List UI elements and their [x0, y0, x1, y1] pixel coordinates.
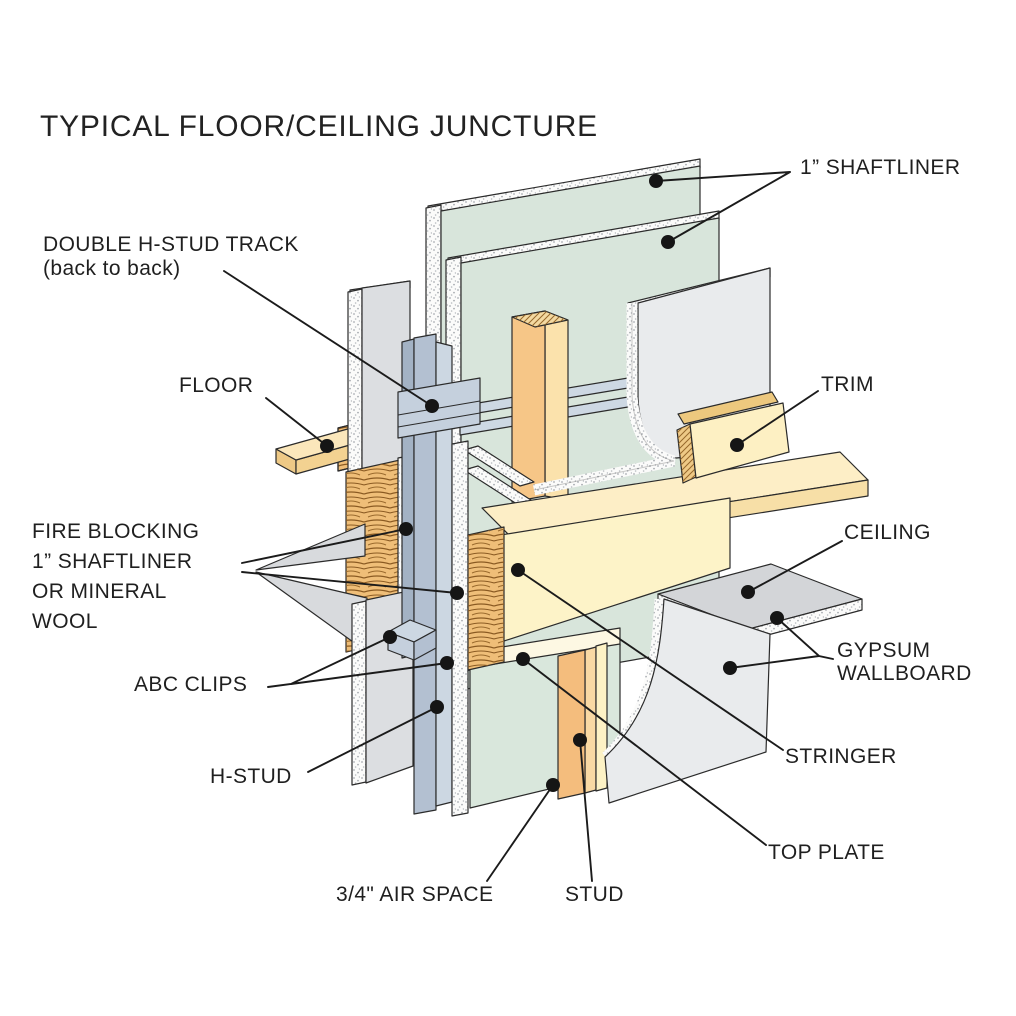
- leader-ceiling: [747, 540, 843, 593]
- leader-stringer: [517, 569, 784, 751]
- fire-blocking-strip-right: [451, 440, 469, 817]
- page-title: TYPICAL FLOOR/CEILING JUNCTURE: [40, 110, 598, 143]
- label-abc-clips: ABC CLIPS: [134, 673, 248, 696]
- leader-trim: [736, 390, 819, 446]
- leader-double-track: [223, 270, 433, 407]
- wallboard-cut-edge-upper: [532, 303, 676, 496]
- joist-right: [467, 526, 505, 671]
- leader-fire-blocking: [241, 528, 458, 594]
- leader-abc-clips: [267, 636, 448, 688]
- label-ceiling: CEILING: [844, 521, 931, 544]
- leader-shaftliner: [655, 171, 791, 243]
- leader-lines: [223, 171, 843, 882]
- double-h-stud-track: [397, 377, 481, 439]
- label-stringer: STRINGER: [785, 745, 897, 768]
- label-gypsum-wallboard: GYPSUM WALLBOARD: [837, 639, 972, 685]
- leader-floor: [265, 397, 328, 447]
- label-stud: STUD: [565, 883, 624, 906]
- wood-post: [511, 310, 569, 503]
- label-h-stud: H-STUD: [210, 765, 292, 788]
- label-air-space: 3/4" AIR SPACE: [336, 883, 494, 906]
- leader-h-stud: [307, 706, 438, 773]
- leader-dots: [320, 174, 784, 792]
- leader-stud: [579, 739, 593, 882]
- label-floor: FLOOR: [179, 374, 254, 397]
- label-fire-blocking: FIRE BLOCKING 1” SHAFTLINER OR MINERAL W…: [32, 520, 200, 633]
- label-shaftliner: 1” SHAFTLINER: [800, 156, 961, 179]
- label-double-h-stud-track: DOUBLE H-STUD TRACK (back to back): [43, 233, 299, 280]
- leader-air-space: [486, 784, 554, 882]
- wall-stud: [557, 646, 597, 800]
- leader-top-plate: [522, 658, 767, 846]
- gypsum-wallboard-lower: [602, 598, 771, 804]
- label-top-plate: TOP PLATE: [768, 841, 885, 864]
- leader-gypsum: [729, 617, 834, 669]
- ceiling-wedges: [255, 523, 368, 653]
- label-trim: TRIM: [821, 373, 874, 396]
